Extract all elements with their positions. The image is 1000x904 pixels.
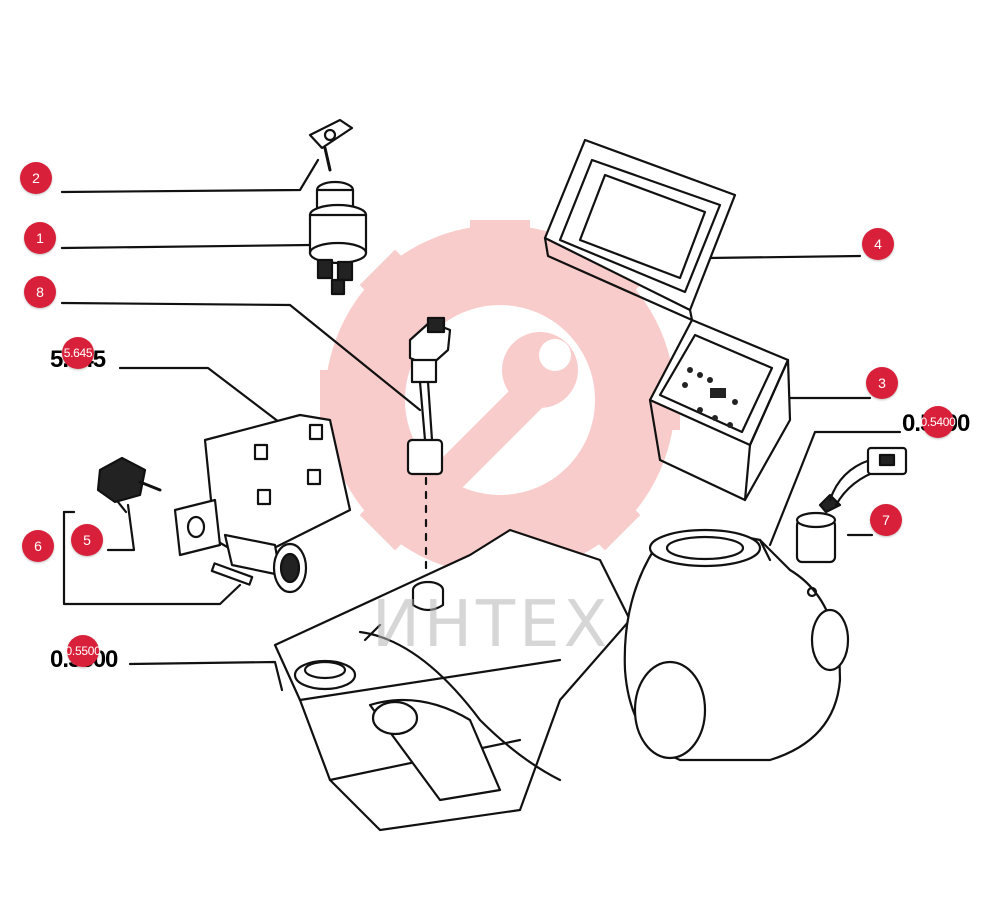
connector-part	[96, 456, 162, 514]
callout-marker-6[interactable]: 6	[22, 530, 54, 562]
callout-marker-8[interactable]: 8	[24, 276, 56, 308]
key-part	[308, 118, 354, 172]
callout-marker-7[interactable]: 7	[870, 504, 902, 536]
bracket-part	[173, 413, 352, 562]
ignition-switch-part	[308, 180, 368, 296]
callout-marker-0-5400[interactable]: 0.5400	[921, 406, 956, 438]
watermark-gear-logo	[320, 220, 680, 580]
callout-marker-1[interactable]: 1	[24, 222, 56, 254]
callout-marker-4[interactable]: 4	[862, 228, 894, 260]
callout-marker-5-645[interactable]: 5.645	[62, 337, 94, 369]
sensor-harness-part	[795, 446, 908, 564]
callout-marker-2[interactable]: 2	[20, 162, 52, 194]
callout-marker-3[interactable]: 3	[866, 367, 898, 399]
level-sensor-part	[406, 316, 452, 572]
leader-lines	[60, 158, 902, 692]
callout-marker-5[interactable]: 5	[71, 524, 103, 556]
display-frame-part	[543, 138, 737, 322]
watermark-text: ИНТЕХ	[372, 588, 612, 662]
air-filter-part	[623, 528, 850, 762]
control-panel-part	[648, 318, 792, 502]
plug-socket-part	[210, 533, 308, 594]
tank-body-part	[273, 528, 632, 832]
callout-marker-0-5500[interactable]: 0.5500	[66, 635, 101, 667]
